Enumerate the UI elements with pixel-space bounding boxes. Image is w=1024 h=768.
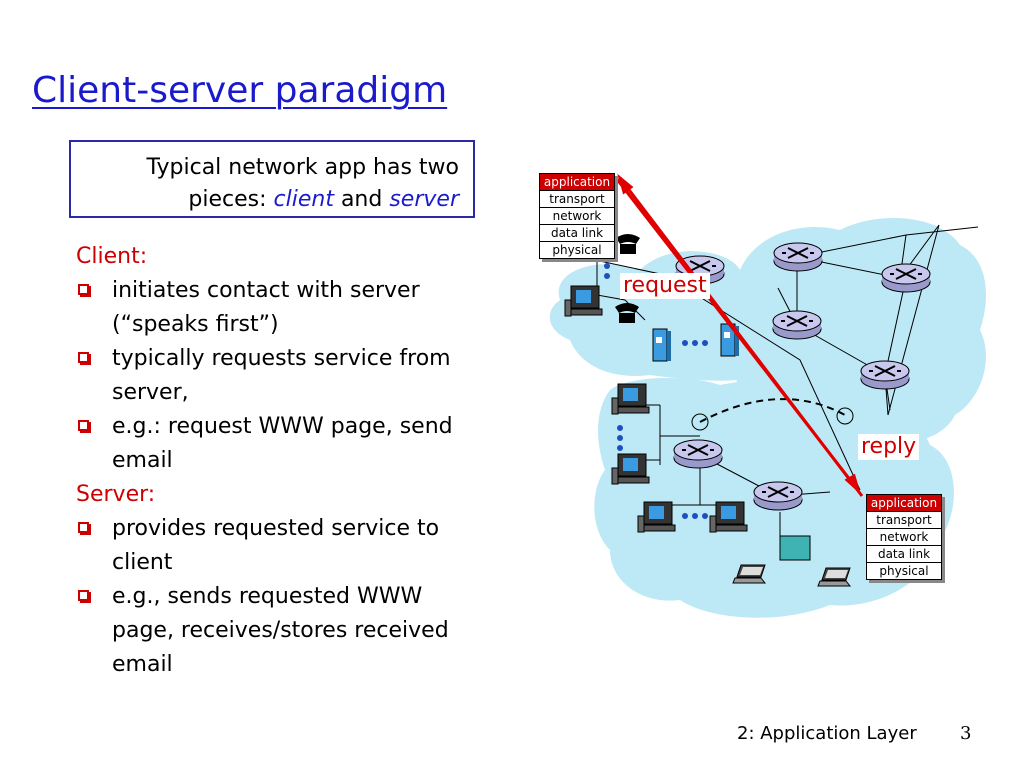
- router-icon: [860, 360, 910, 390]
- server-bullet-2: e.g., sends requested WWW page, receives/…: [76, 580, 536, 682]
- client-heading: Client:: [76, 244, 148, 269]
- bullet-text: initiates contact with server: [112, 278, 420, 303]
- bullet-text: (“speaks first”): [112, 312, 279, 337]
- layer-network: network: [540, 207, 614, 224]
- bullet-text: server,: [112, 380, 189, 405]
- callout-box: Typical network app has two pieces: clie…: [69, 140, 475, 218]
- ellipsis-dots-icon: [617, 425, 708, 519]
- bullet-text: typically requests service from: [112, 346, 451, 371]
- bullet-text: e.g., sends requested WWW: [112, 584, 423, 609]
- bullet-text: provides requested service to: [112, 516, 440, 541]
- layer-application: application: [540, 174, 614, 190]
- bullet-box-icon: [78, 352, 89, 363]
- server-bullet-list: provides requested service to client e.g.…: [76, 512, 536, 682]
- bullet-text: email: [112, 448, 173, 473]
- layer-transport: transport: [540, 190, 614, 207]
- client-bullet-2: typically requests service from server,: [76, 342, 536, 410]
- bullet-text: client: [112, 550, 173, 575]
- reply-arrow: [618, 177, 864, 497]
- client-protocol-stack: application transport network data link …: [539, 173, 615, 259]
- server-word: server: [389, 187, 459, 212]
- callout-line1: Typical network app has two: [146, 155, 460, 180]
- bullet-box-icon: [78, 522, 89, 533]
- and-word: and: [340, 187, 383, 212]
- layer-application: application: [867, 495, 941, 511]
- layer-physical: physical: [540, 241, 614, 258]
- bullet-text: e.g.: request WWW page, send: [112, 414, 453, 439]
- desktop-computer-icon: [709, 501, 748, 533]
- server-tower-icon: [652, 328, 672, 362]
- wireless-access-point-icon: [779, 535, 811, 561]
- request-label: request: [620, 273, 710, 299]
- bullet-text: email: [112, 652, 173, 677]
- client-bullet-1: initiates contact with server (“speaks fi…: [76, 274, 536, 342]
- layer-data-link: data link: [540, 224, 614, 241]
- slide-title: Client-server paradigm: [32, 70, 448, 111]
- client-server-link: [594, 259, 861, 491]
- layer-data-link: data link: [867, 545, 941, 562]
- page-number: 3: [960, 723, 972, 744]
- router-icon: [881, 263, 931, 293]
- layer-transport: transport: [867, 511, 941, 528]
- layer-network: network: [867, 528, 941, 545]
- reply-label: reply: [858, 434, 920, 460]
- satellite-dish-icon: [691, 407, 854, 431]
- callout-line2-prefix: pieces:: [188, 187, 267, 212]
- bullet-box-icon: [78, 590, 89, 601]
- client-word: client: [273, 187, 334, 212]
- network-diagram: request reply application transport netw…: [539, 160, 1020, 620]
- client-bullet-list: initiates contact with server (“speaks fi…: [76, 274, 536, 478]
- bullet-box-icon: [78, 420, 89, 431]
- desktop-computer-icon: [564, 285, 603, 317]
- layer-physical: physical: [867, 562, 941, 579]
- bullet-content: Client: initiates contact with server (“s…: [76, 240, 536, 682]
- bullet-box-icon: [78, 284, 89, 295]
- telephone-icon: [616, 234, 640, 254]
- client-bullet-3: e.g.: request WWW page, send email: [76, 410, 536, 478]
- footer-text: 2: Application Layer: [737, 723, 917, 744]
- router-icon: [773, 242, 823, 272]
- server-protocol-stack: application transport network data link …: [866, 494, 942, 580]
- server-bullet-1: provides requested service to client: [76, 512, 536, 580]
- server-heading: Server:: [76, 482, 156, 507]
- router-icon: [772, 310, 822, 340]
- router-icon: [673, 439, 723, 469]
- bullet-text: page, receives/stores received: [112, 618, 449, 643]
- satellite-link: [699, 398, 846, 423]
- desktop-computer-icon: [637, 501, 676, 533]
- desktop-computer-icon: [611, 453, 650, 485]
- desktop-computer-icon: [611, 383, 650, 415]
- router-icon: [753, 481, 803, 511]
